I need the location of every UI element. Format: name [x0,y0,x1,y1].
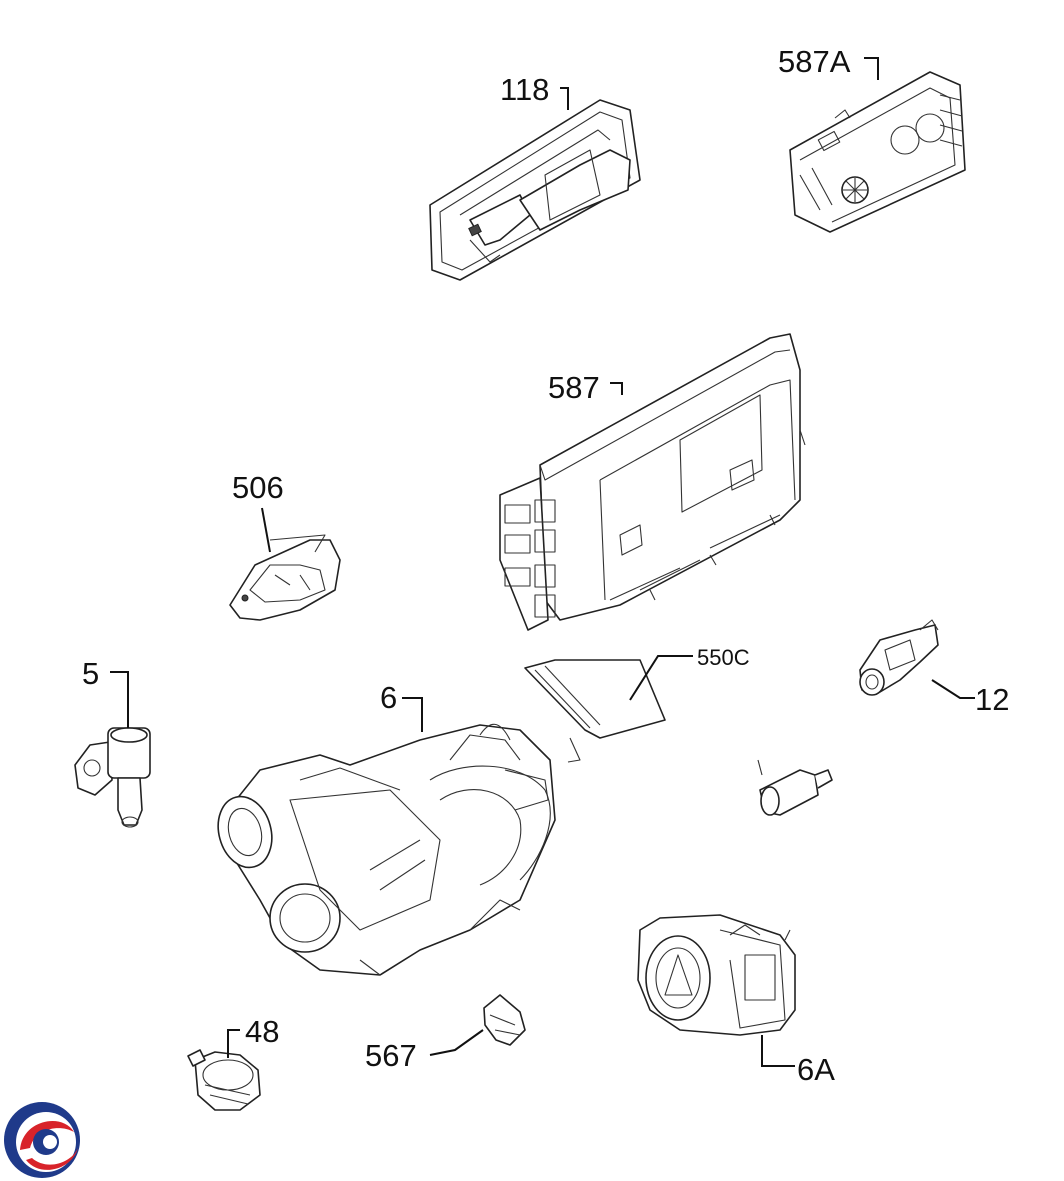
part-6 [217,723,556,976]
part-118 [429,99,641,281]
brand-logo [4,1102,80,1178]
label-118: 118 [500,72,569,110]
part-sensor [757,759,833,816]
part-587a [789,71,966,233]
label-550c-text: 550C [697,645,750,670]
label-48: 48 [227,1014,279,1058]
label-567-text: 567 [365,1038,417,1073]
label-587-text: 587 [548,370,600,405]
label-5-text: 5 [82,656,99,691]
part-587 [499,333,806,631]
label-118-text: 118 [500,72,549,107]
label-6a: 6A [761,1035,835,1087]
label-587a: 587A [778,44,879,80]
label-550c: 550C [629,645,750,701]
part-550c [524,659,666,763]
label-12: 12 [931,679,1009,717]
label-5: 5 [82,656,129,728]
label-6a-text: 6A [797,1052,835,1087]
label-587: 587 [548,370,623,405]
label-506: 506 [232,470,284,553]
part-6a [637,914,796,1036]
label-6-text: 6 [380,680,397,715]
label-48-text: 48 [245,1014,279,1049]
label-6: 6 [380,680,423,732]
label-12-text: 12 [975,682,1009,717]
part-48 [187,1049,261,1111]
label-587a-text: 587A [778,44,851,79]
part-567 [483,994,526,1046]
part-506 [229,534,341,621]
label-506-text: 506 [232,470,284,505]
label-567: 567 [365,1029,484,1073]
part-5 [74,727,151,828]
part-12 [859,619,939,696]
